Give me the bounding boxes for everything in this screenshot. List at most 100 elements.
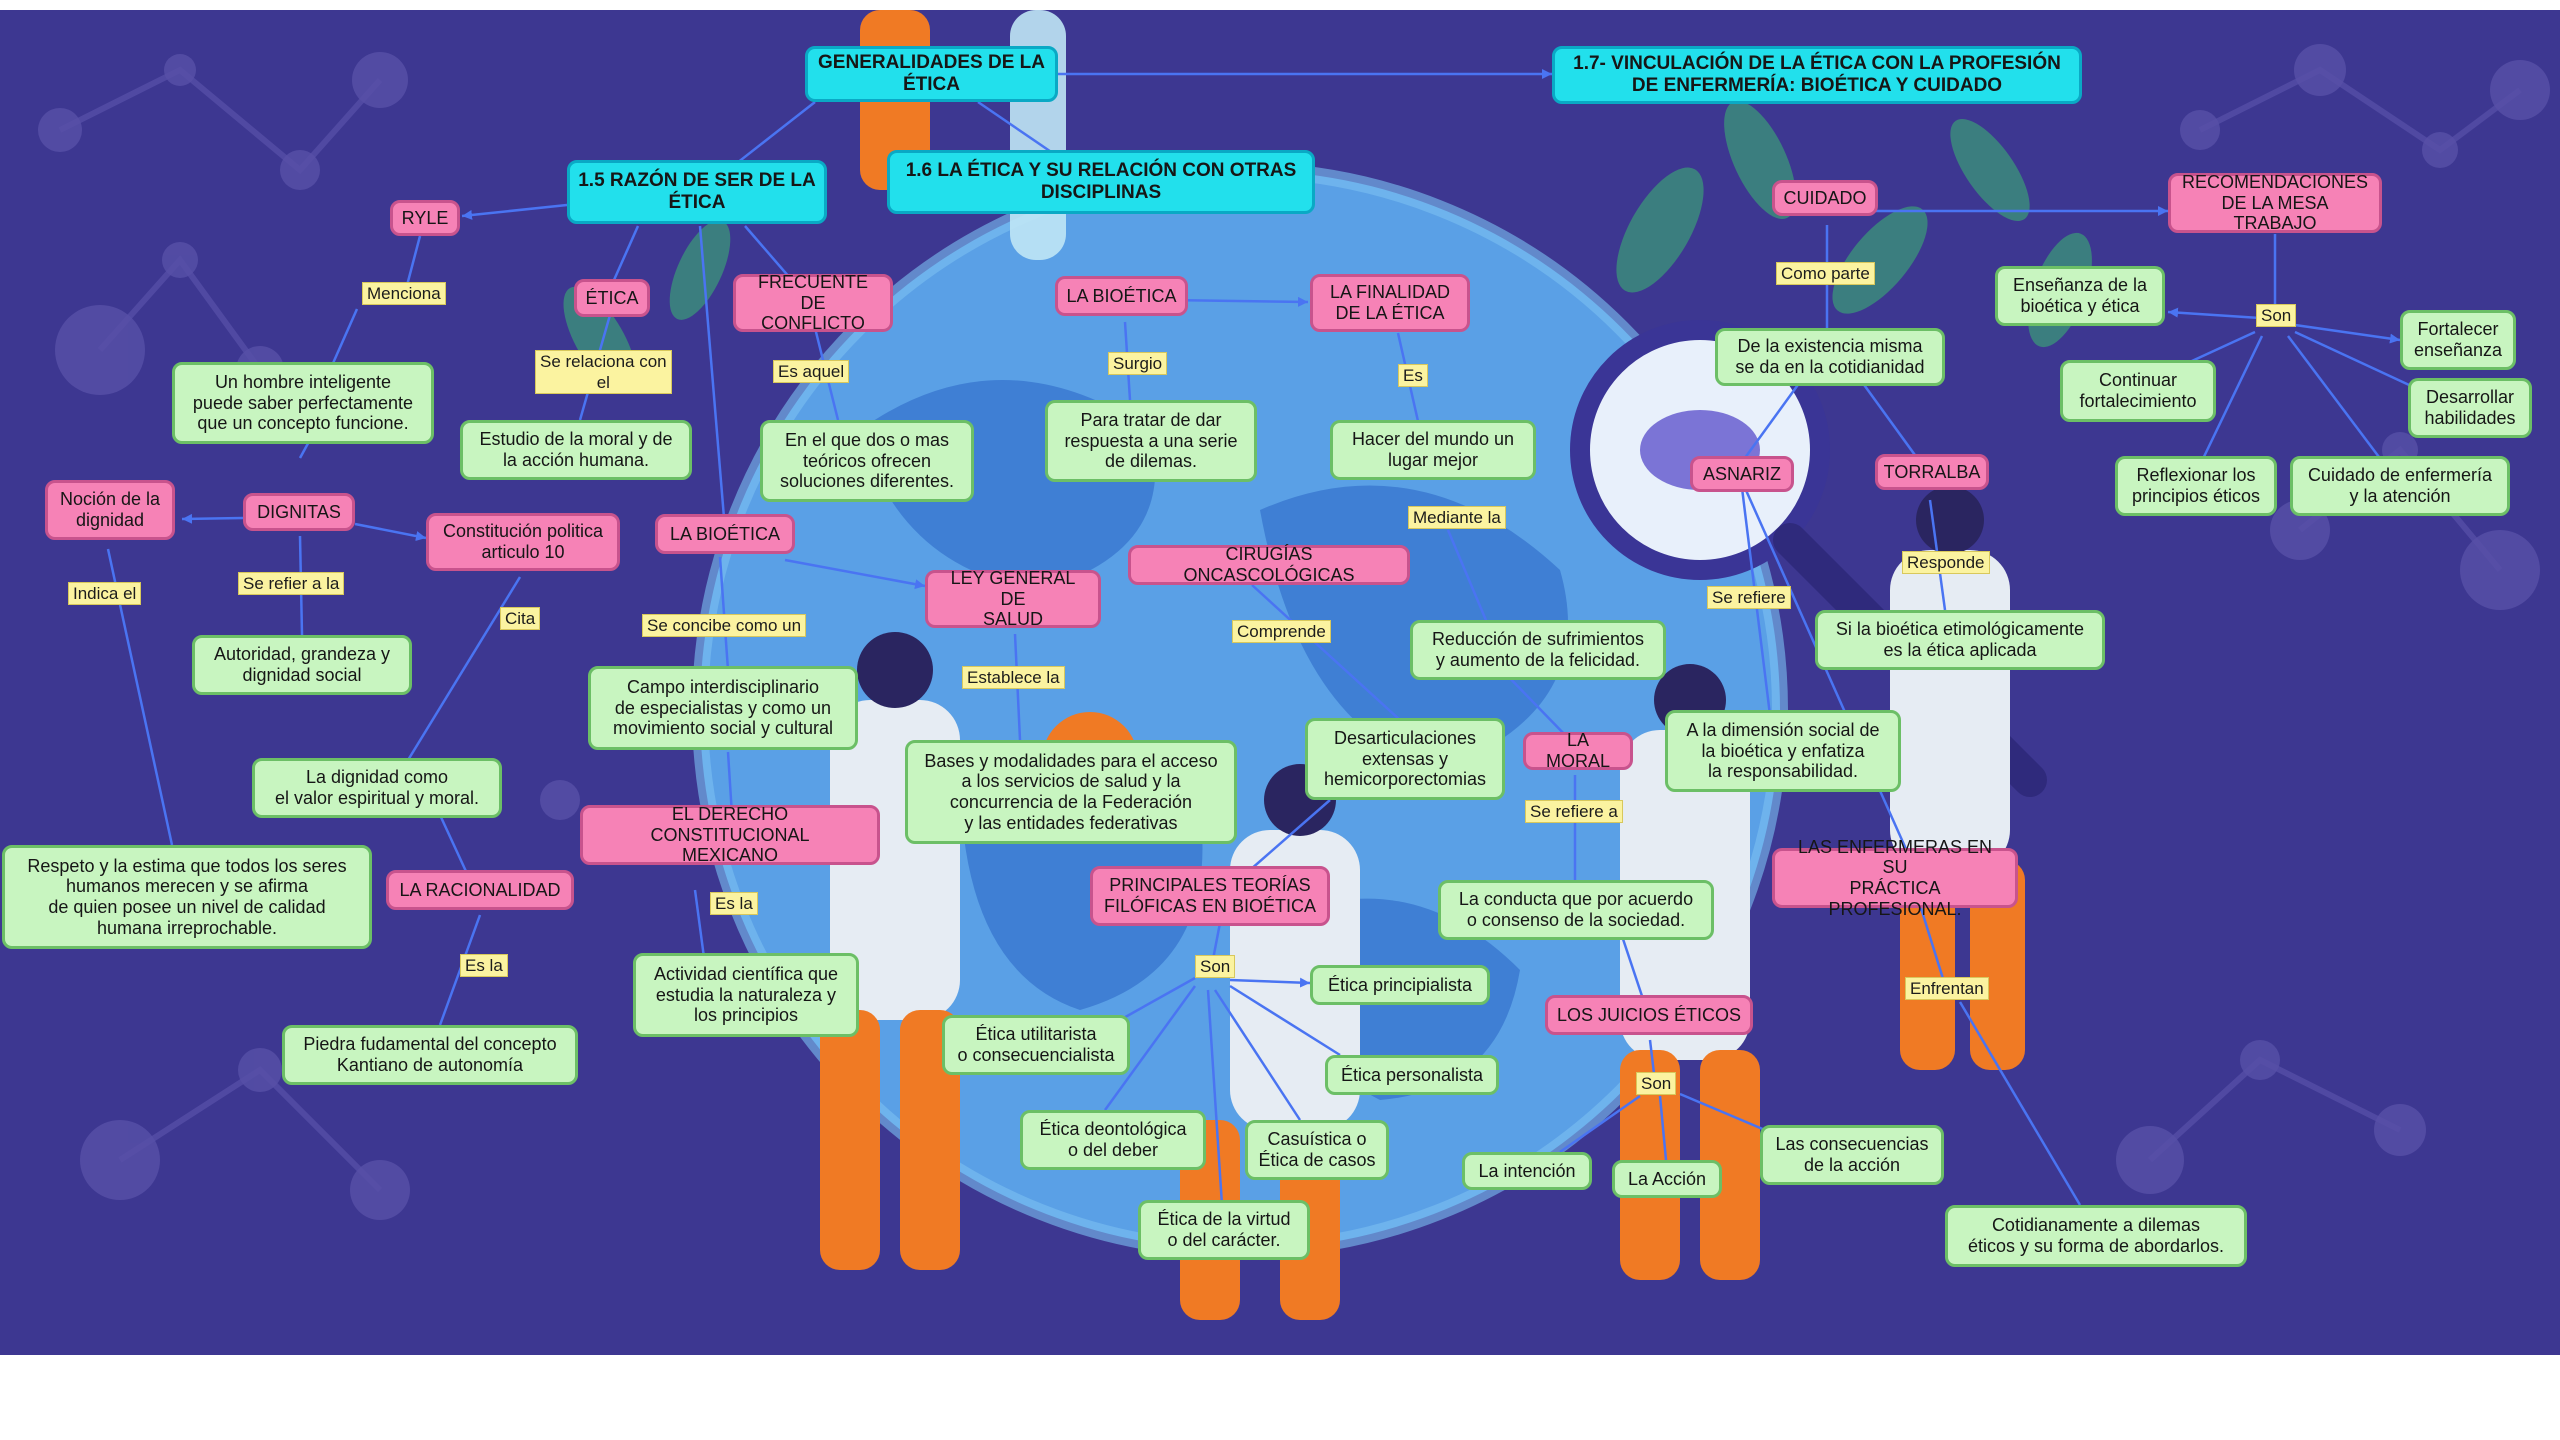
node-la-moral[interactable]: LA MORAL <box>1523 730 1633 771</box>
edge <box>1249 799 1331 871</box>
desc-etica-personalista[interactable]: Ética personalista <box>1325 1055 1499 1095</box>
desc-bases-modalidades[interactable]: Bases y modalidades para el acceso a los… <box>905 740 1237 844</box>
title-generalidades[interactable]: GENERALIDADES DE LA ÉTICA <box>805 46 1058 102</box>
desc-autoridad[interactable]: Autoridad, grandeza y dignidad social <box>192 635 412 695</box>
desc-continuar[interactable]: Continuar fortalecimiento <box>2060 360 2216 422</box>
edge <box>2167 307 2261 320</box>
node-etica[interactable]: ÉTICA <box>574 279 650 317</box>
desc-dignidad-valor[interactable]: La dignidad como el valor espiritual y m… <box>252 758 502 818</box>
edge <box>744 225 791 279</box>
desc-fortalecer[interactable]: Fortalecer enseñanza <box>2400 310 2516 370</box>
edge <box>1119 976 1196 1022</box>
desc-actividad-cientifica[interactable]: Actividad científica que estudia la natu… <box>633 953 859 1037</box>
desc-etica-utilitarista[interactable]: Ética utilitarista o consecuencialista <box>942 1015 1130 1075</box>
desc-ensenanza[interactable]: Enseñanza de la bioética y ética <box>1995 266 2165 326</box>
edge <box>1103 985 1197 1111</box>
node-ley-general-salud[interactable]: LEY GENERAL DE SALUD <box>925 568 1101 629</box>
desc-dilemas[interactable]: Para tratar de dar respuesta a una serie… <box>1045 400 1257 482</box>
desc-reflexionar[interactable]: Reflexionar los principios éticos <box>2115 456 2277 516</box>
label-se-concibe: Se concibe como un <box>642 614 807 637</box>
label-mediante-la: Mediante la <box>1408 506 1506 529</box>
desc-piedra-fundamental[interactable]: Piedra fudamental del concepto Kantiano … <box>282 1025 578 1085</box>
desc-estudio-moral[interactable]: Estudio de la moral y de la acción human… <box>460 420 692 480</box>
label-se-refiere: Se refiere <box>1707 586 1791 609</box>
node-ryle[interactable]: RYLE <box>390 200 460 236</box>
label-son-juicios: Son <box>1636 1072 1677 1095</box>
node-dignitas[interactable]: DIGNITAS <box>243 493 355 531</box>
label-menciona: Menciona <box>362 282 446 305</box>
desc-respeto-estima[interactable]: Respeto y la estima que todos los seres … <box>2 845 372 949</box>
title-relacion-disciplinas[interactable]: 1.6 LA ÉTICA Y SU RELACIÓN CON OTRAS DIS… <box>887 150 1315 214</box>
desc-si-bioetica[interactable]: Si la bioética etimológicamente es la ét… <box>1815 610 2105 670</box>
edge <box>1559 1094 1641 1154</box>
title-razon-de-ser[interactable]: 1.5 RAZÓN DE SER DE LA ÉTICA <box>567 160 827 224</box>
edge <box>1740 381 1802 463</box>
desc-mundo-mejor[interactable]: Hacer del mundo un lugar mejor <box>1330 420 1536 480</box>
edge <box>1251 584 1401 721</box>
desc-existencia[interactable]: De la existencia misma se da en la cotid… <box>1715 328 1945 386</box>
desc-consecuencias[interactable]: Las consecuencias de la acción <box>1760 1125 1944 1185</box>
desc-la-accion[interactable]: La Acción <box>1612 1160 1722 1198</box>
label-son-recomendaciones: Son <box>2256 304 2297 327</box>
edge <box>1618 929 1647 1006</box>
label-indica-el: Indica el <box>68 582 142 605</box>
edge <box>1229 977 1311 988</box>
node-constitucion[interactable]: Constitución politica articulo 10 <box>426 513 620 571</box>
title-vinculacion[interactable]: 1.7- VINCULACIÓN DE LA ÉTICA CON LA PROF… <box>1552 46 2082 104</box>
node-principales-teorias[interactable]: PRINCIPALES TEORÍAS FILÓFICAS EN BIOÉTIC… <box>1090 866 1330 926</box>
edge <box>1918 904 1947 986</box>
node-torralba[interactable]: TORRALBA <box>1875 454 1989 490</box>
desc-desarrollar[interactable]: Desarrollar habilidades <box>2408 378 2532 438</box>
desc-conducta[interactable]: La conducta que por acuerdo o consenso d… <box>1438 880 1714 940</box>
desc-cuidado-enfermeria[interactable]: Cuidado de enfermería y la atención <box>2290 456 2510 516</box>
label-se-refier-a-la: Se refier a la <box>238 572 345 595</box>
edge <box>2198 335 2264 466</box>
label-es: Es <box>1398 364 1428 387</box>
node-juicios-eticos[interactable]: LOS JUICIOS ÉTICOS <box>1545 995 1753 1035</box>
desc-desarticulaciones[interactable]: Desarticulaciones extensas y hemicorpore… <box>1305 718 1505 800</box>
label-es-aquel: Es aquel <box>773 360 850 383</box>
node-nocion-dignidad[interactable]: Noción de la dignidad <box>45 480 175 540</box>
node-enfermeras[interactable]: LAS ENFERMERAS EN SU PRÁCTICA PROFESIONA… <box>1772 837 2018 919</box>
node-cuidado[interactable]: CUIDADO <box>1772 180 1878 216</box>
desc-hombre-inteligente[interactable]: Un hombre inteligente puede saber perfec… <box>172 362 434 444</box>
node-recomendaciones[interactable]: RECOMENDACIONES DE LA MESA TRABAJO <box>2168 172 2382 233</box>
node-derecho-constitucional[interactable]: EL DERECHO CONSTITUCIONAL MEXICANO <box>580 804 880 865</box>
edge <box>1446 529 1490 626</box>
edge <box>328 308 359 371</box>
node-finalidad-etica[interactable]: LA FINALIDAD DE LA ÉTICA <box>1310 274 1470 332</box>
edge <box>1229 984 1341 1057</box>
label-son-teorias: Son <box>1195 955 1236 978</box>
label-establece-la: Establece la <box>962 666 1065 689</box>
label-responde: Responde <box>1902 551 1990 574</box>
label-se-refiere-a: Se refiere a <box>1525 800 1623 823</box>
desc-etica-principialista[interactable]: Ética principialista <box>1310 965 1490 1005</box>
label-surgio: Surgio <box>1108 352 1168 375</box>
desc-cotidianamente[interactable]: Cotidianamente a dilemas éticos y su for… <box>1945 1205 2247 1267</box>
desc-la-intencion[interactable]: La intención <box>1462 1152 1592 1190</box>
edge <box>2294 330 2421 392</box>
node-cirugias[interactable]: CIRUGÍAS ONCASCOLÓGICAS <box>1128 544 1410 585</box>
desc-dos-teoricos[interactable]: En el que dos o mas teóricos ofrecen sol… <box>760 420 974 502</box>
node-asnariz[interactable]: ASNARIZ <box>1690 456 1794 492</box>
label-comprende: Comprende <box>1232 620 1331 643</box>
edge <box>726 751 734 816</box>
edge <box>612 225 640 281</box>
desc-casuistica[interactable]: Casuística o Ética de casos <box>1245 1120 1389 1180</box>
node-bioetica-top[interactable]: LA BIOÉTICA <box>1055 276 1188 316</box>
node-frecuente-conflicto[interactable]: FRECUENTE DE CONFLICTO <box>733 272 893 333</box>
edge <box>1499 667 1571 741</box>
edge <box>977 100 1061 160</box>
desc-etica-virtud[interactable]: Ética de la virtud o del carácter. <box>1138 1200 1310 1260</box>
edge <box>1679 1092 1766 1132</box>
desc-etica-deontologica[interactable]: Ética deontológica o del deber <box>1020 1110 1206 1170</box>
desc-dimension-social[interactable]: A la dimensión social de la bioética y e… <box>1665 710 1901 792</box>
node-bioetica-mid[interactable]: LA BIOÉTICA <box>655 514 795 554</box>
node-racionalidad[interactable]: LA RACIONALIDAD <box>386 870 574 910</box>
edge <box>1206 989 1224 1206</box>
edge <box>1658 1095 1668 1161</box>
desc-campo-interdisciplinario[interactable]: Campo interdisciplinario de especialista… <box>588 666 858 750</box>
edge <box>693 889 707 966</box>
desc-reduccion-sufrimientos[interactable]: Reducción de sufrimientos y aumento de l… <box>1410 620 1666 680</box>
edge <box>1860 381 1922 463</box>
